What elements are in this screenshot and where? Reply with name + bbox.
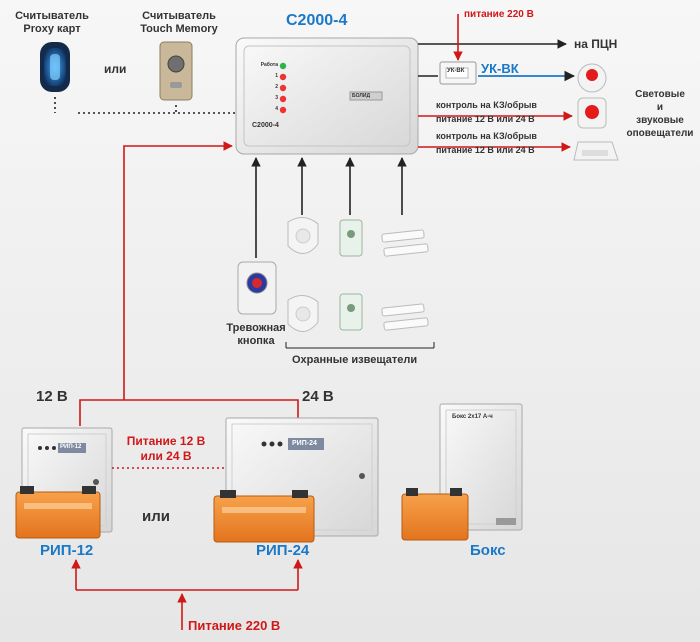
- glass-break-detector-2-icon: [339, 293, 363, 331]
- c2000-4-controller: [235, 37, 419, 155]
- rip-24-label: РИП-24: [256, 542, 310, 559]
- led-label-work: Работа: [260, 62, 278, 68]
- led-label-4: 4: [275, 106, 278, 112]
- led-label-2: 2: [275, 84, 278, 90]
- siren-3-icon: [573, 141, 619, 161]
- siren-1-icon: [577, 63, 607, 93]
- box-panel-label: Бокс 2х17 А-ч: [452, 414, 493, 420]
- led-label-3: 3: [275, 95, 278, 101]
- uk-vk-power-label: питание 220 В: [464, 9, 534, 20]
- rip-24-battery: [213, 490, 315, 543]
- box-battery: [401, 488, 469, 541]
- uk-vk-label: УК-ВК: [481, 61, 519, 76]
- rip-12-battery: [15, 486, 101, 539]
- rip-24-panel-label: РИП-24: [292, 440, 317, 447]
- led-label-1: 1: [275, 73, 278, 79]
- box-label: Бокс: [470, 542, 506, 559]
- siren-2-icon: [577, 97, 607, 129]
- alarm-button-icon: [237, 261, 277, 315]
- mains-power-label: Питание 220 В: [188, 618, 281, 633]
- readers-or-label: или: [104, 62, 127, 76]
- touch-memory-reader-icon: [159, 41, 193, 101]
- touch-memory-reader-label: Считыватель Touch Memory: [140, 10, 218, 35]
- voltage-24-label: 24 В: [302, 388, 334, 405]
- annunciators-label: Световые и звуковые оповещатели: [626, 89, 694, 139]
- magnetic-contact-1-icon: [381, 229, 429, 257]
- output-line-1-label: контроль на КЗ/обрыв питание 12 В или 24…: [436, 100, 537, 124]
- controller-panel-label: С2000-4: [252, 122, 279, 129]
- pir-detector-2-icon: [287, 295, 319, 332]
- voltage-12-label: 12 В: [36, 388, 68, 405]
- magnetic-contact-2-icon: [381, 303, 429, 331]
- glass-break-detector-1-icon: [339, 219, 363, 257]
- alarm-button-label: Тревожная кнопка: [226, 322, 286, 347]
- uk-vk-device-label: УК-ВК: [447, 68, 465, 74]
- rip-12-label: РИП-12: [40, 542, 94, 559]
- uk-vk-module: [439, 61, 477, 85]
- controller-title: С2000-4: [286, 12, 348, 29]
- pcn-label: на ПЦН: [574, 37, 618, 51]
- pir-detector-1-icon: [287, 217, 319, 254]
- supply-voltage-label: Питание 12 В или 24 В: [126, 434, 206, 463]
- power-or-label: или: [142, 508, 170, 525]
- proxy-reader-label: Считыватель Proxy карт: [15, 10, 89, 35]
- output-line-2-label: контроль на КЗ/обрыв питание 12 В или 24…: [436, 131, 537, 155]
- controller-brand: БОЛИД: [352, 93, 371, 99]
- rip-12-panel-label: РИП-12: [60, 444, 82, 450]
- proxy-reader-icon: [40, 42, 70, 92]
- detectors-label: Охранные извещатели: [292, 354, 418, 366]
